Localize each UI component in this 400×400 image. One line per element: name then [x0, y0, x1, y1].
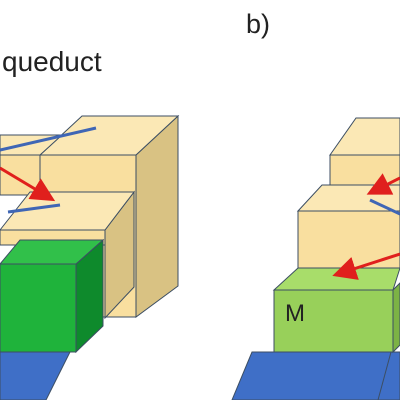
panel-a-caption: queduct	[2, 46, 102, 77]
panel-b-caption: b)	[246, 9, 270, 39]
panel-b-top-block-front	[329, 154, 400, 186]
panel-b-m-block-top	[272, 267, 400, 291]
panel-b-red-arrow-1	[366, 173, 400, 195]
panel-b-red-arrow-2	[332, 252, 400, 280]
panel-b-middle-block-front	[297, 210, 400, 269]
panel-a-blue-line-1	[0, 126, 97, 152]
block-m-label: M	[285, 300, 305, 327]
panel-a-red-arrow	[0, 166, 56, 202]
panel-b-base-divider	[377, 351, 392, 400]
panel-b-top-block-top	[329, 117, 400, 156]
panel-b-blue-line	[369, 198, 400, 216]
panel-a-green-block-front	[0, 263, 77, 353]
panel-b-m-block-side	[392, 282, 400, 354]
panel-a: queduct	[0, 46, 180, 400]
panel-b: b) M	[231, 9, 400, 400]
panel-a-blue-line-2	[7, 203, 61, 214]
panel-b-blue-base	[231, 351, 400, 400]
panel-a-blue-base	[0, 351, 71, 400]
